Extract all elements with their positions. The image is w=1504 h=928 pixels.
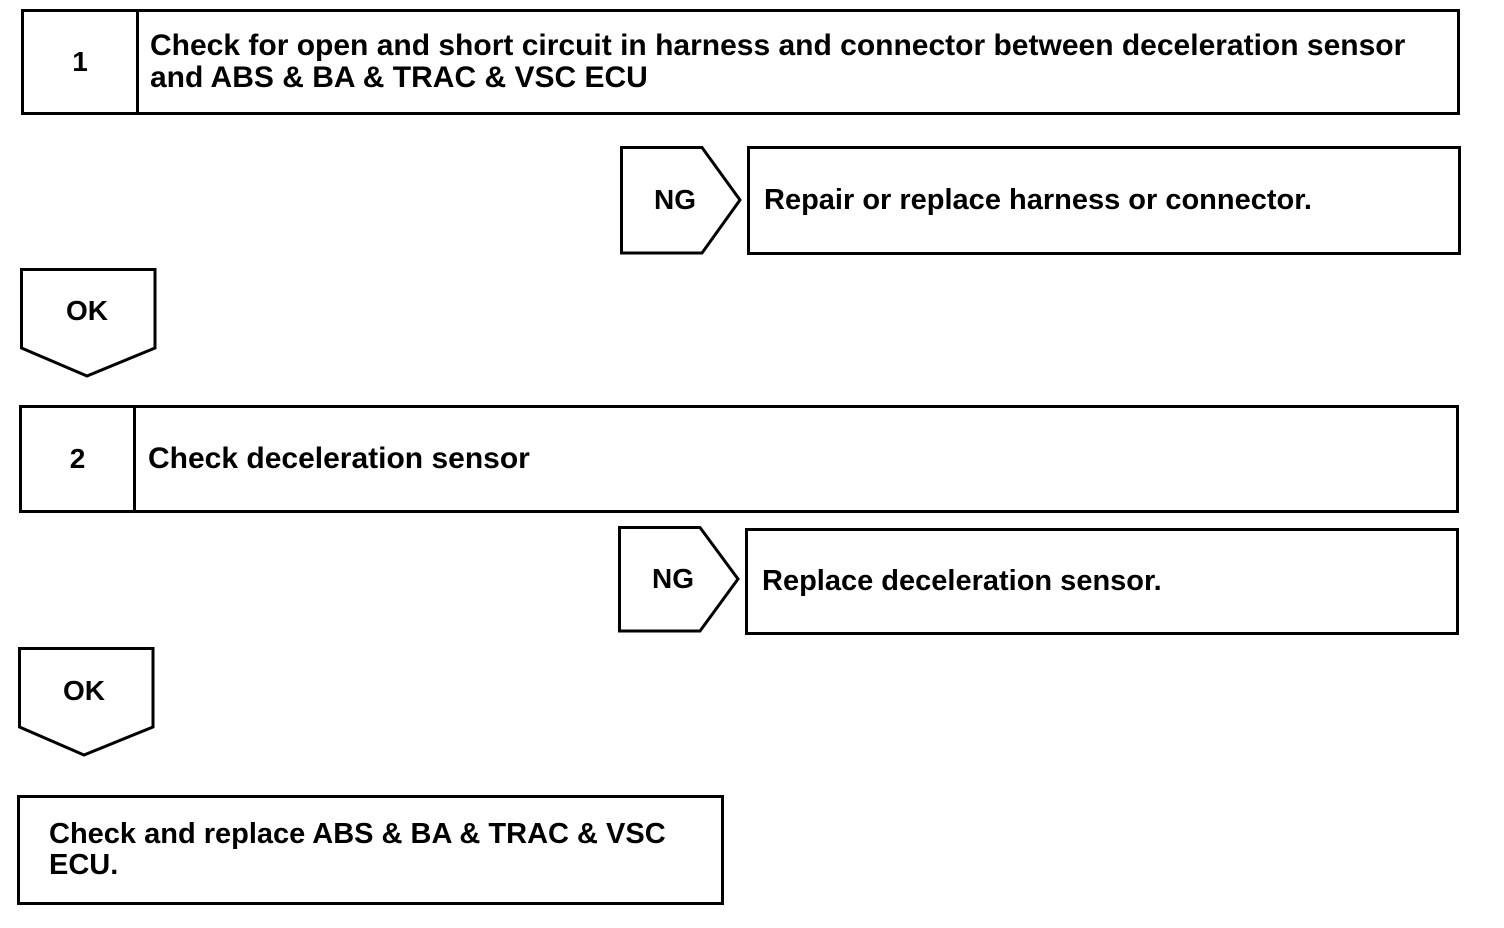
ng-2-label: NG (652, 563, 694, 594)
step-1-text: Check for open and short circuit in harn… (150, 29, 1406, 94)
step-2-box: 2 Check deceleration sensor (19, 405, 1459, 513)
step-2-text: Check deceleration sensor (148, 442, 530, 475)
ok-2-label: OK (63, 675, 105, 706)
final-action-text: Check and replace ABS & BA & TRAC & VSC … (49, 818, 666, 881)
ok-2-arrow-shape (18, 647, 155, 757)
ng-2-action-text: Replace deceleration sensor. (762, 565, 1162, 597)
ok-1-arrow-shape (20, 268, 157, 378)
ng-1-action-box: Repair or replace harness or connector. (747, 146, 1461, 255)
ng-2-arrow-shape (618, 526, 740, 633)
ng-1-label: NG (654, 184, 696, 215)
step-2-number: 2 (22, 408, 136, 510)
step-1-box: 1 Check for open and short circuit in ha… (21, 9, 1460, 115)
ng-1-arrow-shape (620, 146, 742, 255)
ng-2-action-box: Replace deceleration sensor. (745, 528, 1459, 635)
ng-1-action-text: Repair or replace harness or connector. (764, 184, 1312, 216)
ok-1-label: OK (66, 295, 108, 326)
final-action-box: Check and replace ABS & BA & TRAC & VSC … (17, 795, 724, 905)
step-1-number: 1 (24, 12, 139, 112)
